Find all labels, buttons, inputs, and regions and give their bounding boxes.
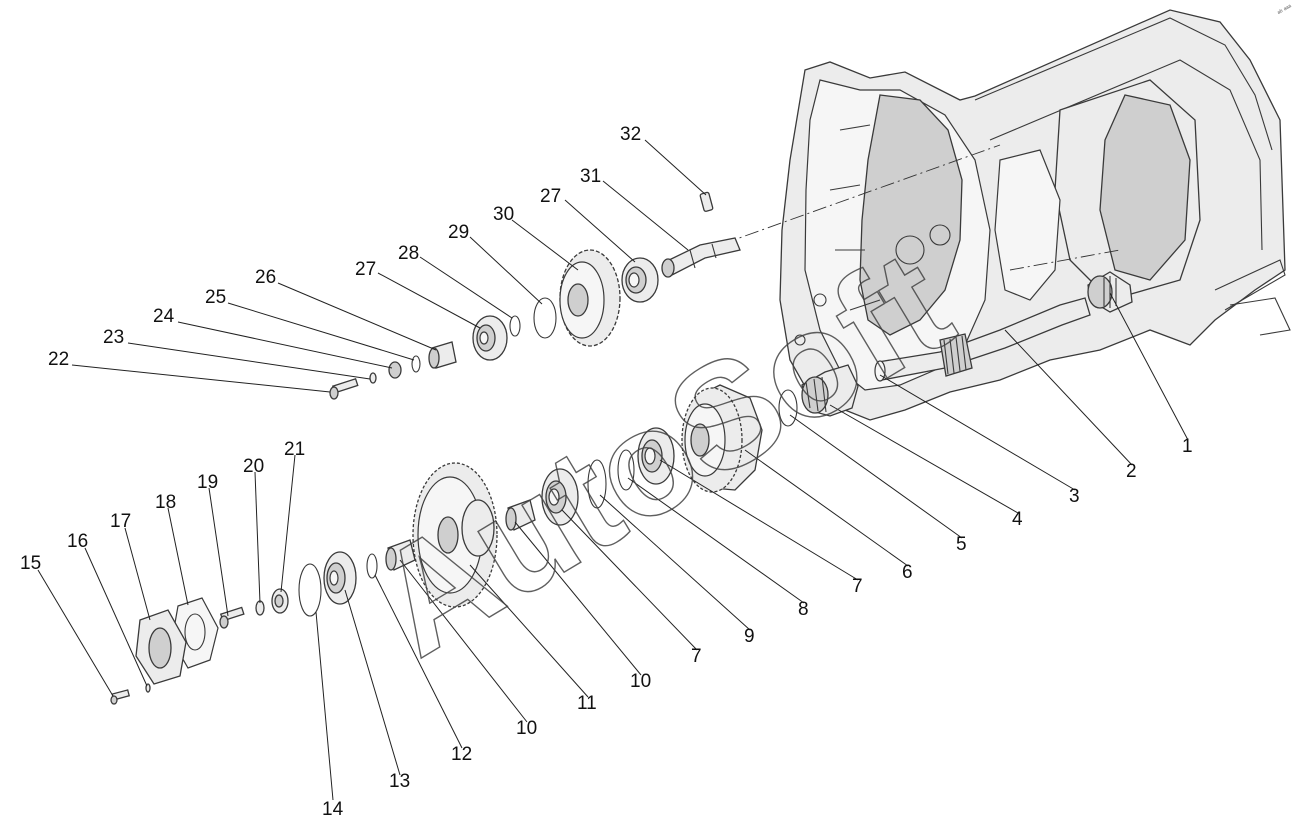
callout-1: 1	[1182, 436, 1193, 457]
callout-28: 28	[398, 243, 419, 264]
callout-12: 12	[451, 744, 472, 765]
part-12-ring	[366, 553, 378, 579]
part-10-bushing-lower	[385, 539, 416, 571]
part-29-circlip	[533, 297, 557, 339]
callout-11: 11	[577, 693, 597, 714]
callout-21: 21	[284, 439, 305, 460]
callout-31: 31	[580, 166, 601, 187]
callout-24: 24	[153, 306, 175, 327]
callout-22: 22	[48, 349, 69, 370]
callout-29: 29	[448, 222, 469, 243]
callout-6: 6	[902, 562, 913, 583]
upper-shaft-parts	[329, 191, 741, 400]
part-10-bushing-upper	[505, 499, 536, 531]
callout-15: 15	[20, 553, 41, 574]
part-1-needle-bearing	[1087, 271, 1133, 313]
part-17-cover	[135, 609, 187, 685]
callout-18: 18	[155, 492, 176, 513]
part-15-bolt	[110, 689, 131, 705]
part-28-washer	[509, 315, 521, 337]
callout-10b: 10	[516, 718, 537, 739]
part-20-washer	[255, 600, 265, 616]
part-13-bearing	[323, 551, 357, 605]
part-8-ring	[617, 449, 635, 491]
callout-17: 17	[110, 511, 131, 532]
callout-7b: 7	[691, 646, 702, 667]
callout-4: 4	[1012, 509, 1023, 530]
assembly-axis-lines	[699, 144, 1121, 271]
callout-23: 23	[103, 327, 124, 348]
callout-20: 20	[243, 456, 264, 477]
part-22-bolt	[329, 377, 359, 400]
corner-mark: ᵃᵇ ᵃᵃᵃ	[1277, 4, 1294, 18]
part-27-bearing-lower	[472, 315, 508, 361]
callout-9: 9	[744, 626, 755, 647]
part-6-gear	[681, 384, 763, 493]
part-25-ring	[411, 355, 421, 373]
callout-13: 13	[389, 771, 410, 792]
watermark-logo: AutoSoft	[348, 217, 977, 687]
callout-27a: 27	[355, 259, 376, 280]
part-7-bearing-left	[541, 468, 579, 526]
callout-32: 32	[620, 124, 641, 145]
part-19-bolt	[219, 606, 245, 629]
gearbox-housing	[779, 9, 1291, 421]
part-30-gear	[559, 249, 621, 347]
part-23-washer	[369, 372, 377, 384]
callout-7a: 7	[852, 576, 863, 597]
part-7-bearing-right	[637, 427, 675, 485]
main-shaft-parts	[110, 271, 1133, 705]
leader-lines	[37, 139, 1189, 801]
callout-3: 3	[1069, 486, 1080, 507]
callout-16: 16	[67, 531, 88, 552]
part-14-circlip	[298, 563, 322, 617]
callout-30: 30	[493, 204, 514, 225]
callout-5: 5	[956, 534, 967, 555]
callout-10a: 10	[630, 671, 651, 692]
part-9-circlip	[587, 459, 607, 509]
part-27-bearing-upper	[621, 257, 659, 303]
callout-25: 25	[205, 287, 226, 308]
callout-labels: 1 2 3 4 5 6 7 8 9 7 10 11 10 12 13 14 15…	[20, 124, 1193, 820]
callout-14: 14	[322, 799, 344, 820]
callout-8: 8	[798, 599, 809, 620]
callout-26: 26	[255, 267, 276, 288]
part-2-shaft	[874, 297, 1091, 382]
part-5-circlip	[778, 389, 798, 427]
callout-19: 19	[197, 472, 218, 493]
callout-2: 2	[1126, 461, 1137, 482]
part-31-shaft	[661, 237, 741, 278]
part-26-bushing	[428, 341, 457, 369]
part-4-coupling	[801, 364, 859, 417]
part-24-nut	[388, 361, 402, 379]
part-21-seal	[271, 588, 289, 614]
part-32-plug	[699, 191, 714, 212]
callout-27b: 27	[540, 186, 561, 207]
